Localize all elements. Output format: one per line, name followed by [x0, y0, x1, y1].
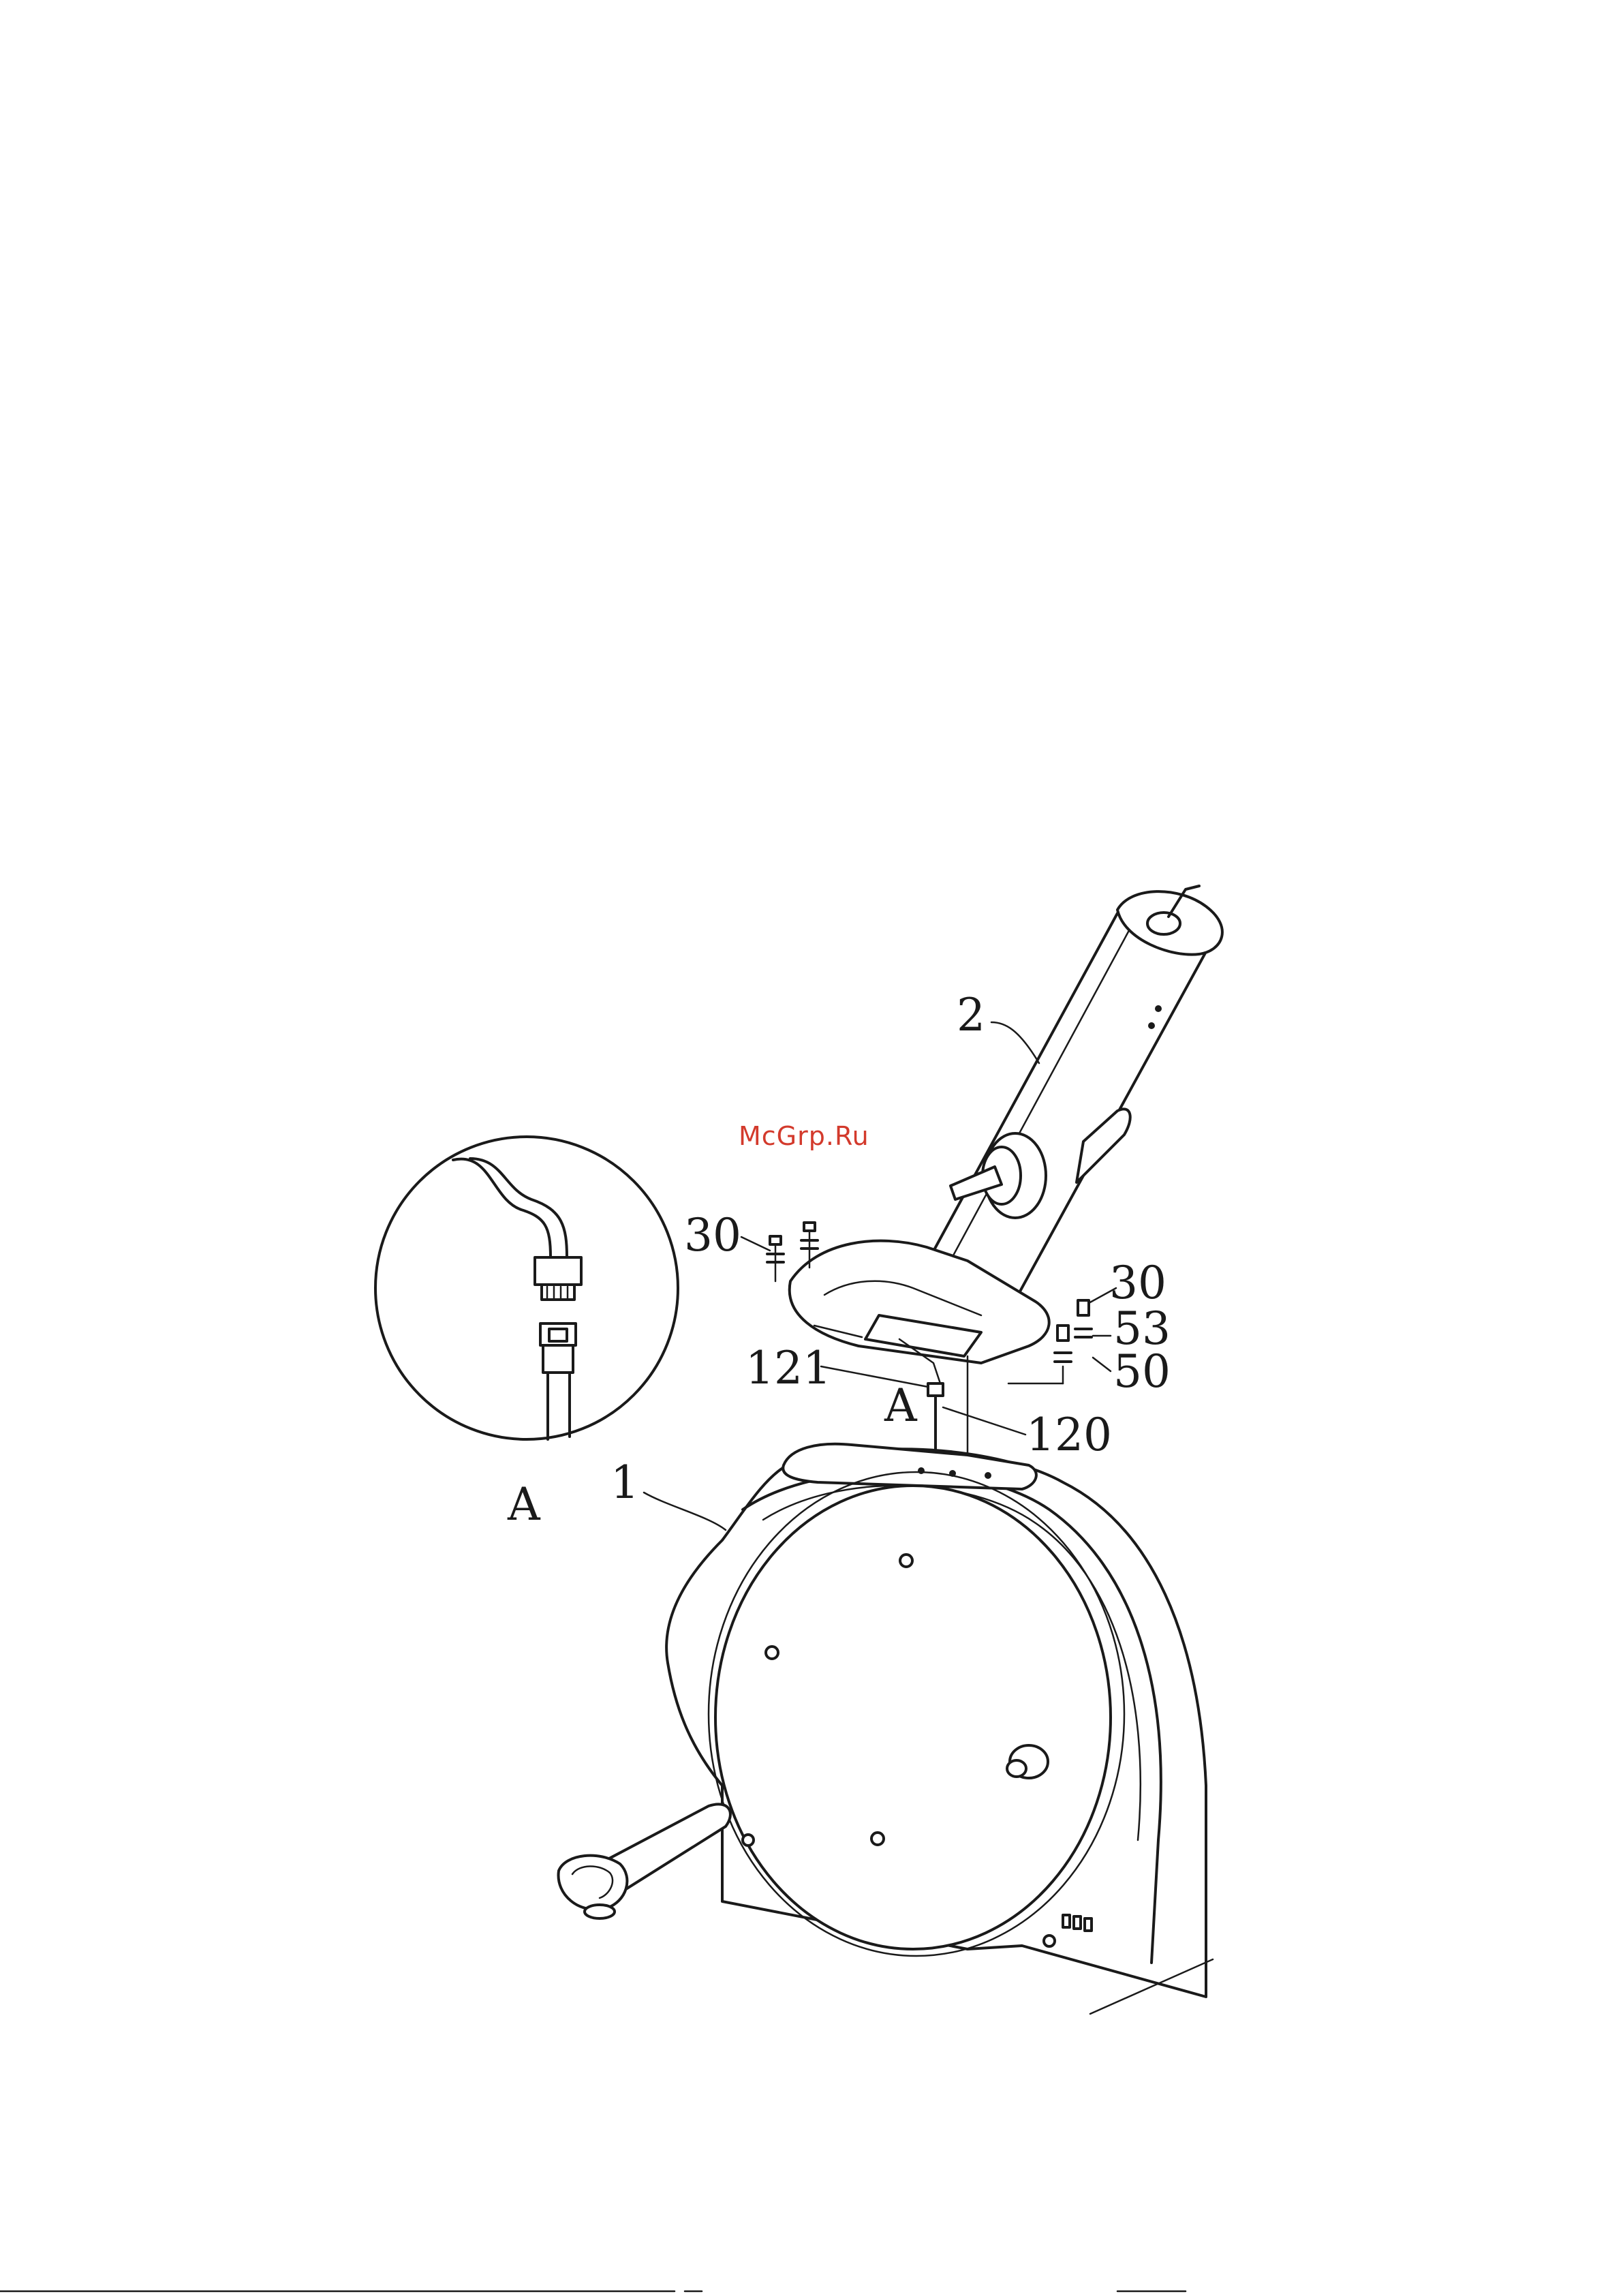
cable-connector	[928, 1383, 943, 1396]
callout-part-2: 2	[957, 989, 985, 1041]
callout-part-1: 1	[610, 1456, 639, 1509]
callout-detail-a: A	[884, 1379, 918, 1432]
detail-circle	[375, 1137, 678, 1439]
callout-part-120: 120	[1026, 1409, 1112, 1461]
console-mount	[783, 1444, 1036, 1489]
upright-tube	[910, 886, 1222, 1319]
callout-part-121: 121	[745, 1342, 831, 1394]
stabilizer-end-cap	[559, 1856, 628, 1910]
callout-part-30-right: 30	[1109, 1257, 1166, 1309]
watermark: McGrp.Ru	[739, 1121, 869, 1151]
callout-part-50: 50	[1113, 1345, 1171, 1398]
flywheel-cover	[715, 1486, 1111, 1949]
detail-label: A	[507, 1478, 541, 1531]
callout-part-30-left: 30	[684, 1209, 741, 1261]
connector-female	[535, 1257, 581, 1285]
main-frame	[666, 1444, 1213, 2014]
